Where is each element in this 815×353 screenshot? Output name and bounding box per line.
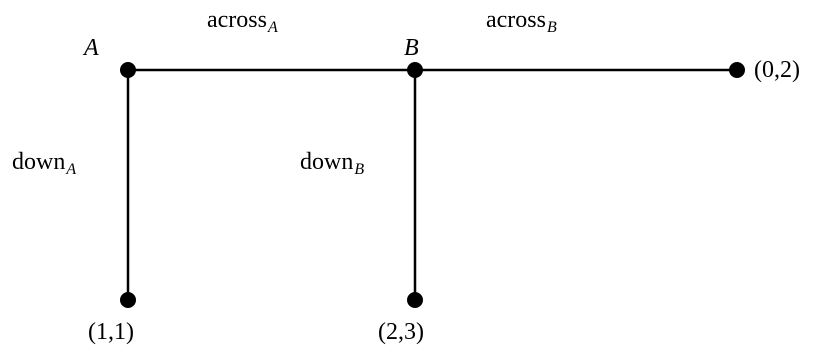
edge-label-down-a: downA <box>12 149 76 178</box>
terminal-node-down-b <box>407 292 423 308</box>
node-b-label: B <box>404 35 419 61</box>
edge-label-down-b: downB <box>300 149 364 178</box>
edge-label-across-b: acrossB <box>486 7 557 36</box>
edge-label-across-a-main: across <box>207 7 267 33</box>
edge-label-across-b-main: across <box>486 7 546 33</box>
edge-label-down-a-sub: A <box>66 161 77 178</box>
edge-label-down-b-main: down <box>300 149 354 175</box>
terminal-node-down-a <box>120 292 136 308</box>
payoff-down-a: (1,1) <box>88 319 134 345</box>
edge-label-down-a-main: down <box>12 149 66 175</box>
node-b <box>407 62 423 78</box>
edge-label-across-a: acrossA <box>207 7 278 36</box>
payoff-down-b: (2,3) <box>378 319 424 345</box>
edge-label-down-b-sub: B <box>354 161 365 178</box>
node-a-label: A <box>84 35 99 61</box>
edge-label-across-b-sub: B <box>546 19 557 36</box>
node-a <box>120 62 136 78</box>
edge-label-across-a-sub: A <box>267 19 278 36</box>
payoff-right: (0,2) <box>754 57 800 83</box>
terminal-node-right <box>729 62 745 78</box>
